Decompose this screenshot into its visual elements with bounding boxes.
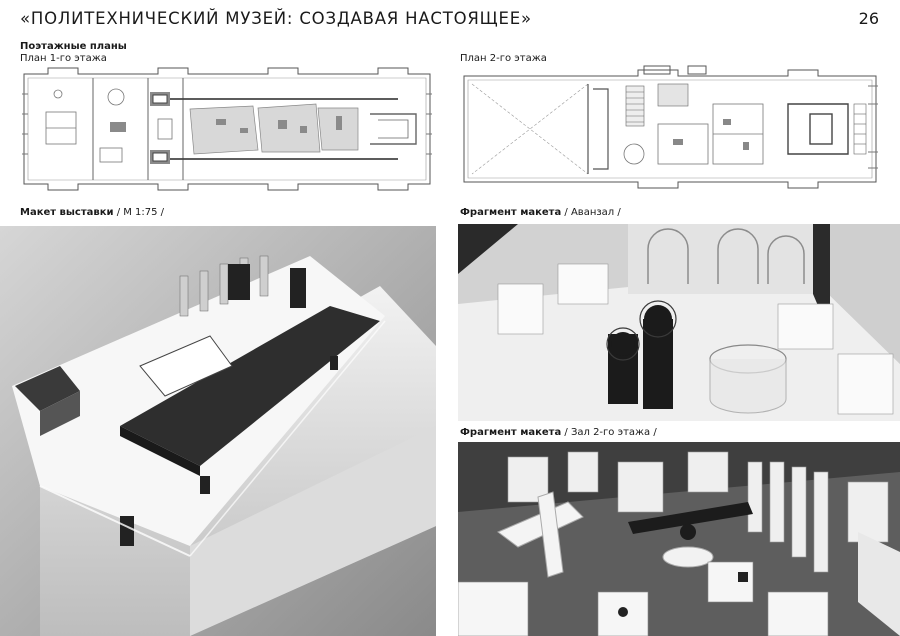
caption-rest: / Аванзал / — [561, 207, 621, 218]
model-photo-main — [0, 226, 436, 636]
caption-rest: / М 1:75 / — [113, 207, 165, 218]
floor-plan-1 — [18, 64, 436, 194]
floor-plan-2 — [458, 64, 882, 194]
fragment-photo-avanzal — [458, 224, 900, 421]
caption-bold: Макет выставки — [20, 207, 114, 218]
floor-plans-heading: Поэтажные планы — [20, 41, 127, 52]
page-number: 26 — [858, 9, 879, 28]
plan1-label: План 1-го этажа — [20, 53, 107, 64]
fragment2-caption: Фрагмент макета / Зал 2-го этажа / — [460, 427, 657, 438]
fragment-photo-hall-2 — [458, 442, 900, 636]
caption-rest: / Зал 2-го этажа / — [561, 427, 657, 438]
caption-bold: Фрагмент макета — [460, 427, 562, 438]
model-main-caption: Макет выставки / М 1:75 / — [20, 207, 164, 218]
fragment1-caption: Фрагмент макета / Аванзал / — [460, 207, 621, 218]
page-title: «ПОЛИТЕХНИЧЕСКИЙ МУЗЕЙ: СОЗДАВАЯ НАСТОЯЩ… — [20, 9, 532, 28]
caption-bold: Фрагмент макета — [460, 207, 562, 218]
plan2-label: План 2-го этажа — [460, 53, 547, 64]
